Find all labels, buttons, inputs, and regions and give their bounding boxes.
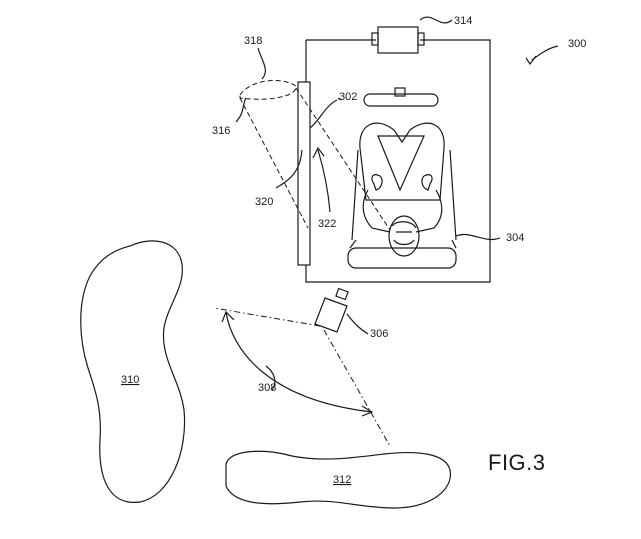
figure-title: FIG.3 bbox=[488, 450, 546, 475]
label-308: 308 bbox=[258, 382, 276, 394]
device-314 bbox=[371, 16, 453, 54]
label-310: 310 bbox=[121, 374, 139, 386]
label-320: 320 bbox=[255, 196, 273, 208]
arrow-300 bbox=[525, 45, 559, 66]
label-316: 316 bbox=[212, 125, 230, 137]
label-322: 322 bbox=[318, 218, 336, 230]
arrow-322 bbox=[312, 146, 331, 213]
display-302 bbox=[297, 81, 338, 266]
label-300: 300 bbox=[568, 38, 586, 50]
label-312: 312 bbox=[333, 474, 351, 486]
label-314: 314 bbox=[454, 15, 472, 27]
region-310 bbox=[80, 240, 186, 503]
occupant-304 bbox=[359, 122, 501, 257]
label-306: 306 bbox=[370, 328, 388, 340]
label-318: 318 bbox=[244, 35, 262, 47]
region-312 bbox=[225, 450, 451, 509]
label-304: 304 bbox=[506, 232, 524, 244]
label-302: 302 bbox=[339, 91, 357, 103]
camera-306 bbox=[213, 287, 391, 447]
steering-wheel bbox=[363, 87, 439, 107]
enclosure-outline bbox=[305, 39, 491, 283]
projection-318 bbox=[235, 47, 391, 231]
seat bbox=[347, 149, 457, 269]
angle-arc-308 bbox=[221, 310, 374, 417]
